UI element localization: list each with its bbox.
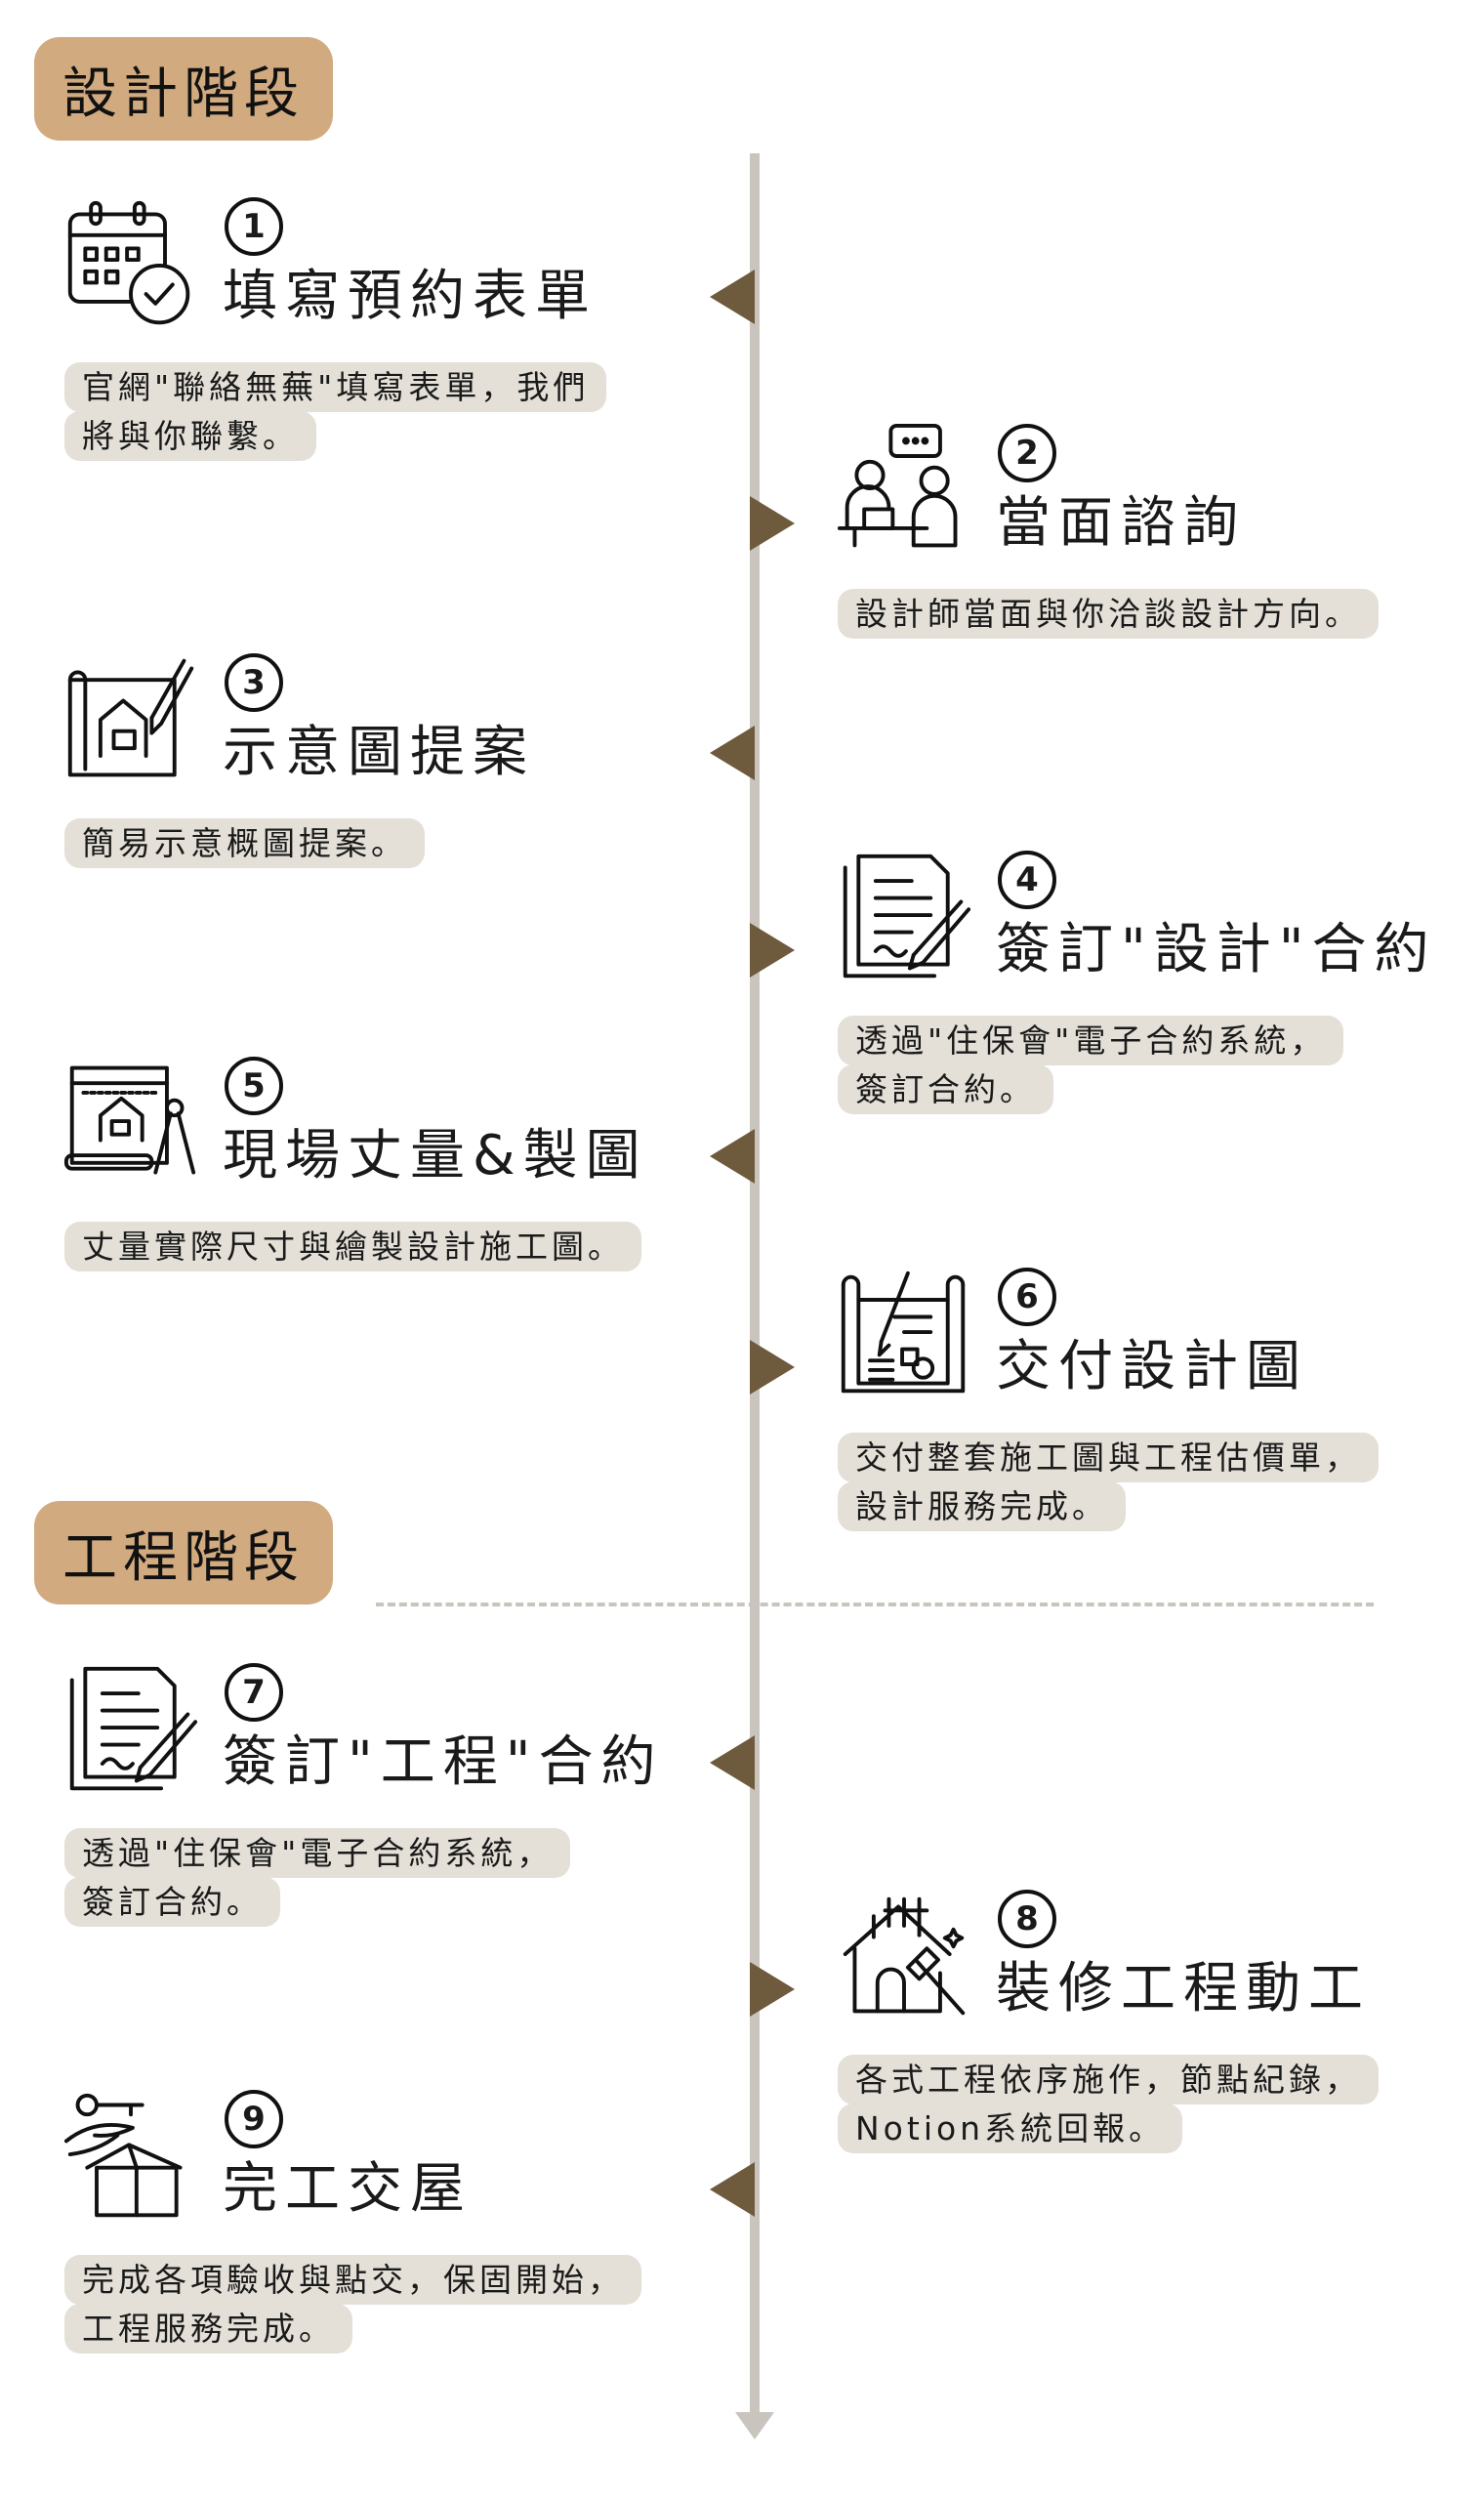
contract-sign-icon xyxy=(62,1661,199,1798)
timeline-step-1: 1 填寫預約表單 官網"聯絡無蕪"填寫表單，我們將與你聯繫。 xyxy=(62,195,707,488)
phase-tag-construction: 工程階段 xyxy=(34,1501,333,1604)
step-description: 透過"住保會"電子合約系統，簽訂合約。 xyxy=(838,1016,1344,1114)
timeline-step-4: 4 簽訂"設計"合約 透過"住保會"電子合約系統，簽訂合約。 xyxy=(836,849,1480,1142)
timeline-pointer-right-icon xyxy=(750,923,795,978)
step-description: 各式工程依序施作，節點紀錄，Notion系統回報。 xyxy=(838,2055,1379,2153)
step-description-line: 工程服務完成。 xyxy=(64,2304,352,2354)
blueprint-icon xyxy=(836,1266,972,1402)
step-number-badge: 6 xyxy=(998,1268,1056,1326)
step-title: 現場丈量&製圖 xyxy=(223,1124,648,1188)
timeline-pointer-left-icon xyxy=(710,2162,755,2217)
step-description-line: 將與你聯繫。 xyxy=(64,411,316,461)
step-number-badge: 4 xyxy=(998,851,1056,909)
step-title: 完工交屋 xyxy=(223,2157,473,2221)
phase-tag-design: 設計階段 xyxy=(34,37,333,141)
timeline-pointer-left-icon xyxy=(710,270,755,324)
consultation-icon xyxy=(836,422,972,559)
step-number-badge: 2 xyxy=(998,424,1056,482)
step-title: 裝修工程動工 xyxy=(996,1957,1371,2021)
step-title: 當面諮詢 xyxy=(996,491,1246,555)
timeline-pointer-right-icon xyxy=(750,496,795,551)
step-description-line: 設計服務完成。 xyxy=(838,1481,1126,1531)
timeline-step-7: 7 簽訂"工程"合約 透過"住保會"電子合約系統，簽訂合約。 xyxy=(62,1661,707,1954)
step-description: 丈量實際尺寸與繪製設計施工圖。 xyxy=(64,1222,641,1271)
timeline-pointer-right-icon xyxy=(750,1962,795,2017)
house-key-handover-icon xyxy=(62,2088,199,2225)
step-description: 簡易示意概圖提案。 xyxy=(64,818,425,868)
step-title: 簽訂"設計"合約 xyxy=(996,918,1437,981)
calendar-check-icon xyxy=(62,195,199,332)
construction-house-icon xyxy=(836,1888,972,2024)
timeline-step-9: 9 完工交屋 完成各項驗收與點交，保固開始，工程服務完成。 xyxy=(62,2088,707,2381)
step-title: 交付設計圖 xyxy=(996,1335,1308,1398)
step-description-line: 交付整套施工圖與工程估價單， xyxy=(838,1433,1379,1482)
timeline-step-8: 8 裝修工程動工 各式工程依序施作，節點紀錄，Notion系統回報。 xyxy=(836,1888,1480,2181)
contract-sign-icon xyxy=(836,849,972,985)
timeline-pointer-right-icon xyxy=(750,1340,795,1395)
step-description-line: 完成各項驗收與點交，保固開始， xyxy=(64,2255,641,2305)
step-number-badge: 5 xyxy=(225,1057,283,1115)
timeline-pointer-left-icon xyxy=(710,726,755,780)
step-title: 示意圖提案 xyxy=(223,721,535,784)
step-description: 交付整套施工圖與工程估價單，設計服務完成。 xyxy=(838,1433,1379,1531)
step-description-line: 簽訂合約。 xyxy=(64,1877,280,1927)
step-description: 官網"聯絡無蕪"填寫表單，我們將與你聯繫。 xyxy=(64,362,607,461)
sketch-plan-icon xyxy=(62,651,199,788)
timeline-end-arrow xyxy=(735,2412,774,2439)
step-number-badge: 1 xyxy=(225,197,283,256)
step-description: 設計師當面與你洽談設計方向。 xyxy=(838,589,1379,639)
step-description-line: 設計師當面與你洽談設計方向。 xyxy=(838,589,1379,639)
step-number-badge: 9 xyxy=(225,2090,283,2148)
timeline-pointer-left-icon xyxy=(710,1129,755,1184)
step-number-badge: 7 xyxy=(225,1663,283,1722)
step-description-line: Notion系統回報。 xyxy=(838,2104,1183,2153)
timeline-step-3: 3 示意圖提案 簡易示意概圖提案。 xyxy=(62,651,707,944)
timeline-step-5: 5 現場丈量&製圖 丈量實際尺寸與繪製設計施工圖。 xyxy=(62,1055,707,1348)
step-description: 透過"住保會"電子合約系統，簽訂合約。 xyxy=(64,1828,571,1927)
phase-divider xyxy=(376,1603,1374,1606)
step-description-line: 透過"住保會"電子合約系統， xyxy=(838,1016,1344,1065)
step-title: 簽訂"工程"合約 xyxy=(223,1730,664,1794)
timeline-pointer-left-icon xyxy=(710,1735,755,1790)
timeline-step-6: 6 交付設計圖 交付整套施工圖與工程估價單，設計服務完成。 xyxy=(836,1266,1480,1559)
timeline-step-2: 2 當面諮詢 設計師當面與你洽談設計方向。 xyxy=(836,422,1480,715)
step-description-line: 簡易示意概圖提案。 xyxy=(64,818,425,868)
timeline-line xyxy=(750,153,760,2429)
step-title: 填寫預約表單 xyxy=(223,265,598,328)
step-description-line: 透過"住保會"電子合約系統， xyxy=(64,1828,571,1878)
step-description-line: 各式工程依序施作，節點紀錄， xyxy=(838,2055,1379,2104)
step-number-badge: 8 xyxy=(998,1890,1056,1948)
step-description-line: 官網"聯絡無蕪"填寫表單，我們 xyxy=(64,362,607,412)
step-description: 完成各項驗收與點交，保固開始，工程服務完成。 xyxy=(64,2255,641,2354)
step-description-line: 丈量實際尺寸與繪製設計施工圖。 xyxy=(64,1222,641,1271)
step-description-line: 簽訂合約。 xyxy=(838,1064,1053,1114)
measure-draw-icon xyxy=(62,1055,199,1191)
step-number-badge: 3 xyxy=(225,653,283,712)
